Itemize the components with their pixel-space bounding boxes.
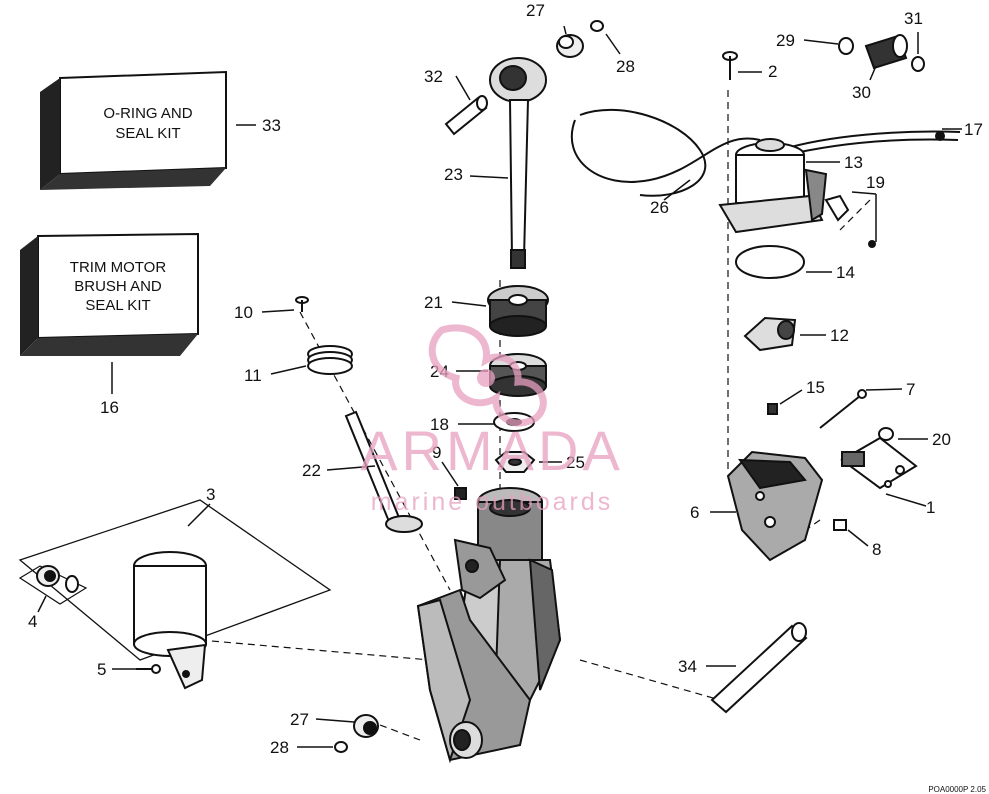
seal-kit-line-2: SEAL KIT [115, 125, 180, 142]
label-29: 29 [776, 31, 795, 50]
pin-32 [444, 95, 488, 136]
manifold-21 [487, 285, 549, 337]
screw-10 [295, 296, 309, 312]
label-6: 6 [690, 503, 699, 522]
label-16: 16 [100, 398, 119, 417]
brush-kit-box: TRIM MOTOR BRUSH AND SEAL KIT [20, 232, 199, 356]
seal-kit-box: O-RING AND SEAL KIT [40, 70, 227, 190]
label-18: 18 [430, 415, 449, 434]
ring-29 [838, 37, 854, 55]
label-7: 7 [906, 380, 915, 399]
wire-harness-26-17 [570, 108, 961, 197]
fitting-4 [18, 565, 88, 605]
screw-5 [136, 664, 161, 674]
label-30: 30 [852, 83, 871, 102]
pin-34 [710, 622, 808, 714]
spring-11 [307, 345, 353, 375]
label-23: 23 [444, 165, 463, 184]
brush-kit-line-3: SEAL KIT [85, 297, 150, 314]
pump-body-6 [726, 450, 824, 562]
reservoir-3 [133, 551, 207, 690]
label-10: 10 [234, 303, 253, 322]
label-33: 33 [262, 116, 281, 135]
label-27-bottom: 27 [290, 710, 309, 729]
ring-31 [911, 56, 925, 72]
label-28-bottom: 28 [270, 738, 289, 757]
cartridge-30 [864, 34, 908, 70]
label-4: 4 [28, 612, 37, 631]
watermark-brand: ARMADA [360, 419, 624, 482]
o-ring-14 [735, 245, 805, 279]
label-28-top: 28 [616, 57, 635, 76]
label-12: 12 [830, 326, 849, 345]
tube-22 [344, 410, 423, 533]
valve-1 [840, 436, 918, 490]
label-21: 21 [424, 293, 443, 312]
nut-25 [494, 451, 536, 473]
label-19: 19 [866, 173, 885, 192]
screw-2 [722, 51, 738, 80]
cover-12 [743, 316, 797, 352]
label-20: 20 [932, 430, 951, 449]
watermark: ARMADA marine outboards [360, 324, 624, 516]
label-5: 5 [97, 660, 106, 679]
label-26: 26 [650, 198, 669, 217]
bracket-19 [824, 194, 876, 248]
label-15: 15 [806, 378, 825, 397]
label-8: 8 [872, 540, 881, 559]
label-17: 17 [964, 120, 983, 139]
seal-kit-line-1: O-RING AND [103, 105, 192, 122]
mounting-bracket [416, 538, 532, 764]
label-2: 2 [768, 62, 777, 81]
label-3: 3 [206, 485, 215, 504]
brush-kit-line-2: BRUSH AND [74, 278, 162, 295]
bushing-27-top [556, 34, 584, 58]
ring-28-top [590, 20, 604, 32]
label-11: 11 [244, 366, 262, 385]
bushing-27-bottom [353, 714, 379, 738]
label-25: 25 [566, 453, 585, 472]
reservoir-outline-3 [18, 499, 332, 661]
label-31: 31 [904, 9, 923, 28]
drawing-code: POA0000P 2.05 [928, 785, 986, 794]
label-14: 14 [836, 263, 855, 282]
trim-motor-13 [718, 138, 828, 234]
watermark-tagline: marine outboards [371, 488, 614, 516]
label-32: 32 [424, 67, 443, 86]
label-1: 1 [926, 498, 935, 517]
trim-rod-assembly [489, 57, 547, 269]
label-22: 22 [302, 461, 321, 480]
ring-28-bottom [334, 741, 348, 753]
brush-kit-line-1: TRIM MOTOR [70, 259, 167, 276]
fasteners-15-7-8-20 [767, 389, 894, 531]
part-labels: 1 2 3 4 5 6 7 8 9 10 11 12 13 14 15 16 1… [28, 1, 983, 757]
plug-9 [454, 487, 467, 500]
label-34: 34 [678, 657, 697, 676]
watermark-logo-icon [428, 324, 547, 427]
label-13: 13 [844, 153, 863, 172]
leader-lines [37, 25, 962, 748]
label-9: 9 [432, 443, 441, 462]
label-27-top: 27 [526, 1, 545, 20]
